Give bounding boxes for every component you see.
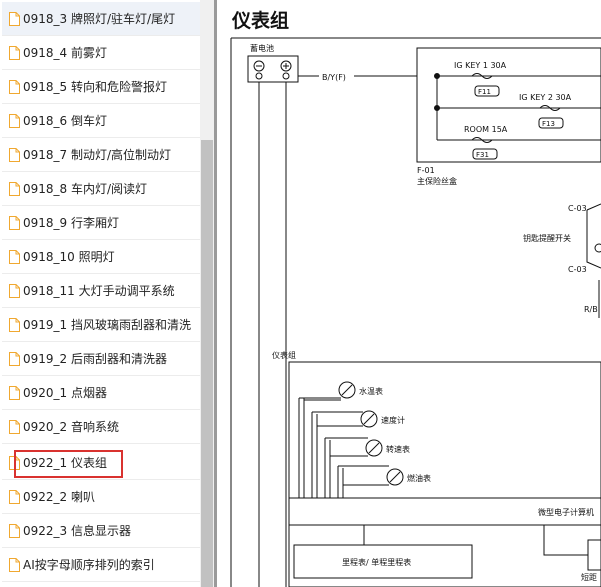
- fuse-room-code: F31: [476, 151, 489, 159]
- document-icon: [9, 215, 20, 230]
- tree-item-label: 0918_10 照明灯: [23, 250, 115, 264]
- fusebox-name: 主保险丝盒: [417, 176, 457, 186]
- tree-item-0920-2[interactable]: 0920_2 音响系统: [2, 410, 200, 444]
- wiring-diagram: 蓄电池 B/Y(F) IG KEY 1 30A F11 IG KEY 2 30A…: [230, 37, 601, 587]
- document-icon: [9, 385, 20, 400]
- tree-item-label: 0918_4 前雾灯: [23, 46, 107, 60]
- fuse-room-label: ROOM 15A: [464, 125, 508, 134]
- odometer-label: 里程表/ 单程里程表: [342, 557, 411, 567]
- tree-item-label: 0918_9 行李厢灯: [23, 216, 119, 230]
- tree-item-label: 0918_5 转向和危险警报灯: [23, 80, 167, 94]
- gauge-tachometer-label: 转速表: [386, 444, 410, 454]
- tree-item-0918-9[interactable]: 0918_9 行李厢灯: [2, 206, 200, 240]
- tree-item-label: 0918_3 牌照灯/驻车灯/尾灯: [23, 12, 176, 26]
- cluster-label: 仪表组: [272, 350, 296, 360]
- tree-item-0918-4[interactable]: 0918_4 前雾灯: [2, 36, 200, 70]
- document-icon: [9, 45, 20, 60]
- gauge-speedometer-label: 速度计: [381, 415, 405, 425]
- document-icon: [9, 11, 20, 26]
- tree-item-label: 0918_11 大灯手动调平系统: [23, 284, 175, 298]
- document-icon: [9, 419, 20, 434]
- sidebar-scrollbar[interactable]: [200, 0, 214, 587]
- document-icon: [9, 249, 20, 264]
- tree-item-label: 0918_8 车内灯/阅读灯: [23, 182, 148, 196]
- connector-c03-top: C-03: [568, 204, 587, 213]
- tree-item-0919-2[interactable]: 0919_2 后雨刮器和清洗器: [2, 342, 200, 376]
- tree-item-label: 0920_2 音响系统: [23, 420, 119, 434]
- fuse-ig-key2-code: F13: [542, 120, 555, 128]
- document-icon: [9, 181, 20, 196]
- tree-item-label: 0922_3 信息显示器: [23, 524, 131, 538]
- key-reminder-switch-label: 钥匙提醒开关: [523, 233, 571, 243]
- tree-item-label: 0919_2 后雨刮器和清洗器: [23, 352, 167, 366]
- document-icon: [9, 557, 20, 572]
- document-icon: [9, 523, 20, 538]
- tree-item-0918-8[interactable]: 0918_8 车内灯/阅读灯: [2, 172, 200, 206]
- pane-divider[interactable]: [214, 0, 217, 587]
- gauge-fuel-label: 燃油表: [407, 473, 431, 483]
- microcomputer-label: 微型电子计算机: [538, 507, 594, 517]
- gauge-water-temp-label: 水温表: [359, 386, 383, 396]
- document-icon: [9, 317, 20, 332]
- scrollbar-thumb[interactable]: [201, 140, 213, 587]
- fusebox-code: F-01: [417, 166, 435, 175]
- topic-tree-panel: 0918_3 牌照灯/驻车灯/尾灯 0918_4 前雾灯 0918_5 转向和危…: [0, 0, 200, 587]
- tree-item-0918-11[interactable]: 0918_11 大灯手动调平系统: [2, 274, 200, 308]
- document-icon: [9, 455, 20, 470]
- tree-item-label: 0918_7 制动灯/高位制动灯: [23, 148, 172, 162]
- tree-item-label: 0922_1 仪表组: [23, 456, 107, 470]
- document-icon: [9, 489, 20, 504]
- fuse-ig-key2-label: IG KEY 2 30A: [519, 93, 572, 102]
- document-icon: [9, 283, 20, 298]
- tree-item-0918-3[interactable]: 0918_3 牌照灯/驻车灯/尾灯: [2, 2, 200, 36]
- page-title: 仪表组: [232, 10, 290, 32]
- tree-item-0922-2[interactable]: 0922_2 喇叭: [2, 480, 200, 514]
- document-icon: [9, 351, 20, 366]
- wire-byf-label: B/Y(F): [322, 73, 346, 82]
- tree-item-0920-1[interactable]: 0920_1 点烟器: [2, 376, 200, 410]
- tree-item-0922-1[interactable]: 0922_1 仪表组: [2, 446, 200, 480]
- tree-item-label: 0919_1 挡风玻璃雨刮器和清洗: [23, 318, 191, 332]
- tree-item-0922-3[interactable]: 0922_3 信息显示器: [2, 514, 200, 548]
- fuse-ig-key1-code: F11: [478, 88, 491, 96]
- fuse-ig-key1-label: IG KEY 1 30A: [454, 61, 507, 70]
- tree-item-0918-10[interactable]: 0918_10 照明灯: [2, 240, 200, 274]
- document-icon: [9, 79, 20, 94]
- tree-item-0918-6[interactable]: 0918_6 倒车灯: [2, 104, 200, 138]
- short-distance-label: 短距: [581, 572, 597, 582]
- tree-item-0919-1[interactable]: 0919_1 挡风玻璃雨刮器和清洗: [2, 308, 200, 342]
- tree-item-label: 0918_6 倒车灯: [23, 114, 107, 128]
- content-pane: 仪表组: [214, 0, 601, 587]
- document-icon: [9, 147, 20, 162]
- tree-item-alphabetical-index[interactable]: AI按字母顺序排列的索引: [2, 548, 200, 582]
- connector-c03-bottom: C-03: [568, 265, 587, 274]
- battery-label: 蓄电池: [250, 43, 274, 53]
- tree-item-label: 0920_1 点烟器: [23, 386, 107, 400]
- wire-rb-label: R/B: [584, 305, 598, 314]
- tree-item-0918-7[interactable]: 0918_7 制动灯/高位制动灯: [2, 138, 200, 172]
- tree-item-0918-5[interactable]: 0918_5 转向和危险警报灯: [2, 70, 200, 104]
- document-icon: [9, 113, 20, 128]
- tree-item-label: AI按字母顺序排列的索引: [23, 558, 155, 572]
- tree-item-label: 0922_2 喇叭: [23, 490, 95, 504]
